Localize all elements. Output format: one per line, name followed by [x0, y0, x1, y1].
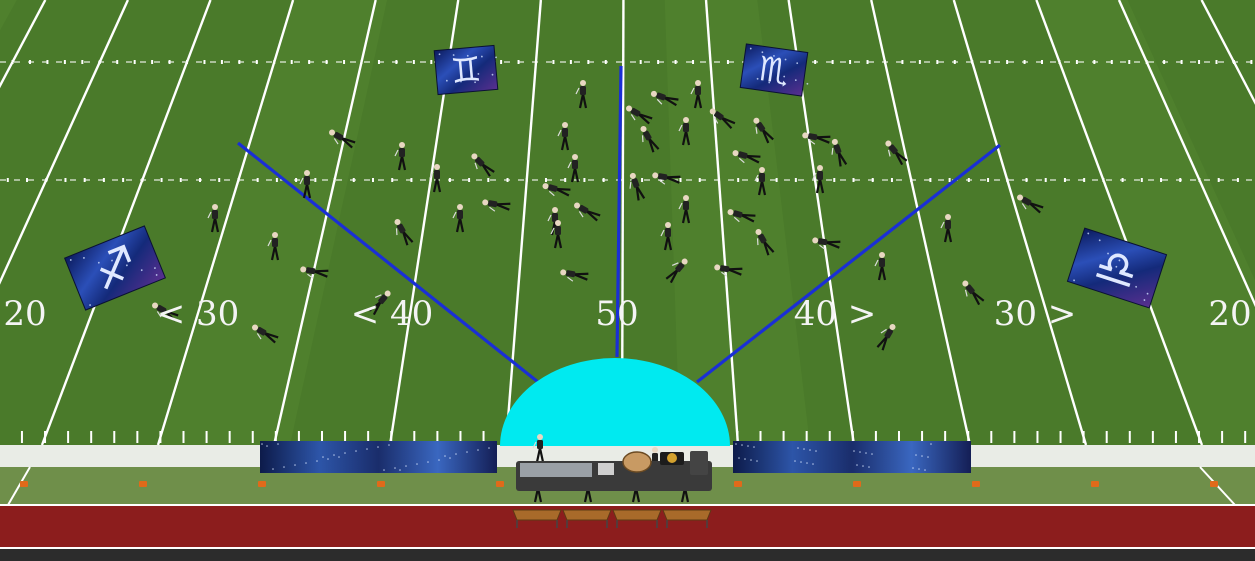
banner-star: [750, 459, 752, 461]
banner-star: [794, 460, 796, 462]
bench: [613, 510, 661, 520]
banner-star: [416, 463, 418, 465]
banner-star: [466, 451, 468, 453]
bench: [563, 510, 611, 520]
banner-star: [272, 468, 274, 470]
pylon: [972, 481, 980, 487]
banner-star: [438, 459, 440, 461]
banner-star: [399, 469, 401, 471]
banner-star: [815, 450, 817, 452]
banner-star: [747, 445, 749, 447]
pylon: [139, 481, 147, 487]
pylon: [1210, 481, 1218, 487]
yard-number-3: 50: [595, 294, 638, 334]
banner-star: [488, 447, 490, 449]
banner-star: [344, 452, 346, 454]
banner-star: [859, 451, 861, 453]
pylon: [258, 481, 266, 487]
keyboard-station: [520, 463, 592, 477]
banner-star: [912, 467, 914, 469]
banner-star: [261, 443, 263, 445]
banner-star: [744, 458, 746, 460]
banner-star: [355, 450, 357, 452]
auxiliary-percussion: [598, 463, 614, 475]
banner-star: [277, 443, 279, 445]
banner-star: [741, 444, 743, 446]
banner-star: [865, 452, 867, 454]
banner-star: [806, 462, 808, 464]
yard-number-0: 20: [3, 294, 46, 334]
banner-star: [803, 448, 805, 450]
banner-star: [366, 448, 368, 450]
banner-star: [756, 460, 758, 462]
banner-star: [449, 457, 451, 459]
banner-star: [305, 462, 307, 464]
cymbal: [667, 453, 677, 463]
banner-star: [327, 458, 329, 460]
banner-star: [921, 455, 923, 457]
banner-star: [316, 460, 318, 462]
banner-star: [797, 447, 799, 449]
banner-star: [405, 465, 407, 467]
banner-star: [266, 445, 268, 447]
banner-star: [927, 456, 929, 458]
track-border: [0, 549, 1255, 561]
banner-star: [871, 453, 873, 455]
banner-star: [812, 463, 814, 465]
pylon: [734, 481, 742, 487]
amplifier: [690, 451, 708, 475]
banner-star: [388, 444, 390, 446]
yard-number-6: 20: [1208, 294, 1251, 334]
bench: [663, 510, 711, 520]
pylon: [496, 481, 504, 487]
timpani: [623, 452, 651, 472]
banner-star: [338, 456, 340, 458]
banner-star: [930, 443, 932, 445]
banner-star: [809, 449, 811, 451]
banner-star: [383, 469, 385, 471]
banner-star: [800, 461, 802, 463]
pylon: [377, 481, 385, 487]
galaxy-banner-right: [733, 441, 971, 473]
banner-star: [444, 455, 446, 457]
banner-star: [735, 443, 737, 445]
banner-star: [377, 446, 379, 448]
banner-star: [394, 467, 396, 469]
banner-star: [283, 466, 285, 468]
banner-star: [753, 446, 755, 448]
zodiac-card-gemini: ♊: [434, 45, 499, 94]
banner-star: [294, 464, 296, 466]
banner-star: [856, 464, 858, 466]
pylon: [853, 481, 861, 487]
zodiac-card-scorpio: ♏: [740, 44, 812, 97]
banner-star: [427, 461, 429, 463]
banner-star: [918, 468, 920, 470]
banner-star: [455, 453, 457, 455]
banner-star: [477, 449, 479, 451]
galaxy-banner-left: [260, 441, 497, 473]
banner-star: [868, 466, 870, 468]
yard-number-2: < 40: [351, 294, 434, 334]
banner-star: [924, 469, 926, 471]
zodiac-glyph-gemini: ♊: [449, 50, 483, 93]
yard-number-4: 40 >: [794, 294, 877, 334]
bench: [513, 510, 561, 520]
yard-number-1: < 30: [157, 294, 240, 334]
banner-star: [915, 454, 917, 456]
banner-star: [333, 454, 335, 456]
yard-number-5: 30 >: [994, 294, 1077, 334]
banner-star: [738, 457, 740, 459]
banner-star: [862, 465, 864, 467]
banner-star: [853, 450, 855, 452]
zodiac-glyph-scorpio: ♏: [756, 49, 792, 93]
pylon: [20, 481, 28, 487]
pylon: [1091, 481, 1099, 487]
banner-star: [322, 456, 324, 458]
